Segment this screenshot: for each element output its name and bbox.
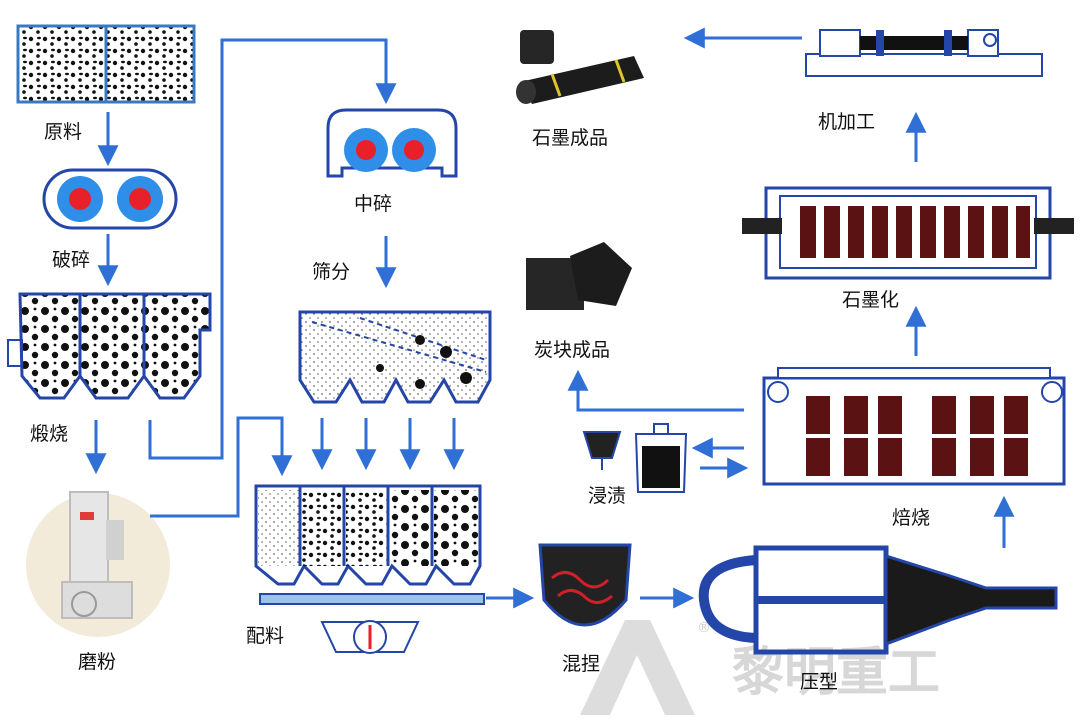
watermark-logo-icon — [580, 620, 695, 715]
label-crush: 破碎 — [52, 249, 90, 271]
batching-bins-icon — [254, 484, 485, 654]
press-icon — [698, 545, 1058, 655]
label-pressing: 压型 — [800, 671, 838, 693]
roll-crusher-icon — [326, 108, 458, 178]
jaw-crusher-icon — [42, 168, 178, 230]
label-graphite-product: 石墨成品 — [532, 127, 608, 149]
label-kneading: 混捏 — [562, 653, 600, 675]
carbon-block-icon — [526, 242, 632, 310]
label-baking: 焙烧 — [892, 507, 930, 529]
label-machining: 机加工 — [818, 111, 875, 133]
impregnation-tank-icon — [582, 423, 688, 493]
mixer-icon — [538, 543, 632, 627]
label-mid-crush: 中碎 — [354, 193, 392, 215]
label-screen: 筛分 — [312, 261, 350, 283]
graphitization-furnace-icon — [742, 186, 1074, 280]
watermark-registered-mark: ® — [697, 620, 711, 636]
label-calcine: 煅烧 — [30, 423, 68, 445]
graphite-electrode-icon — [516, 30, 644, 104]
label-impregnation: 浸渍 — [588, 485, 626, 507]
label-graphitize: 石墨化 — [842, 289, 899, 311]
calciner-icon — [7, 292, 212, 400]
label-batching: 配料 — [246, 625, 284, 647]
grinding-mill-icon — [26, 491, 170, 637]
label-mill: 磨粉 — [78, 651, 116, 673]
label-carbon-product: 炭块成品 — [534, 339, 610, 361]
label-raw: 原料 — [44, 121, 82, 143]
lathe-icon — [805, 29, 1043, 77]
vibrating-screen-icon — [298, 310, 492, 404]
raw-material-bins-icon — [16, 24, 196, 104]
baking-furnace-icon — [762, 367, 1066, 486]
